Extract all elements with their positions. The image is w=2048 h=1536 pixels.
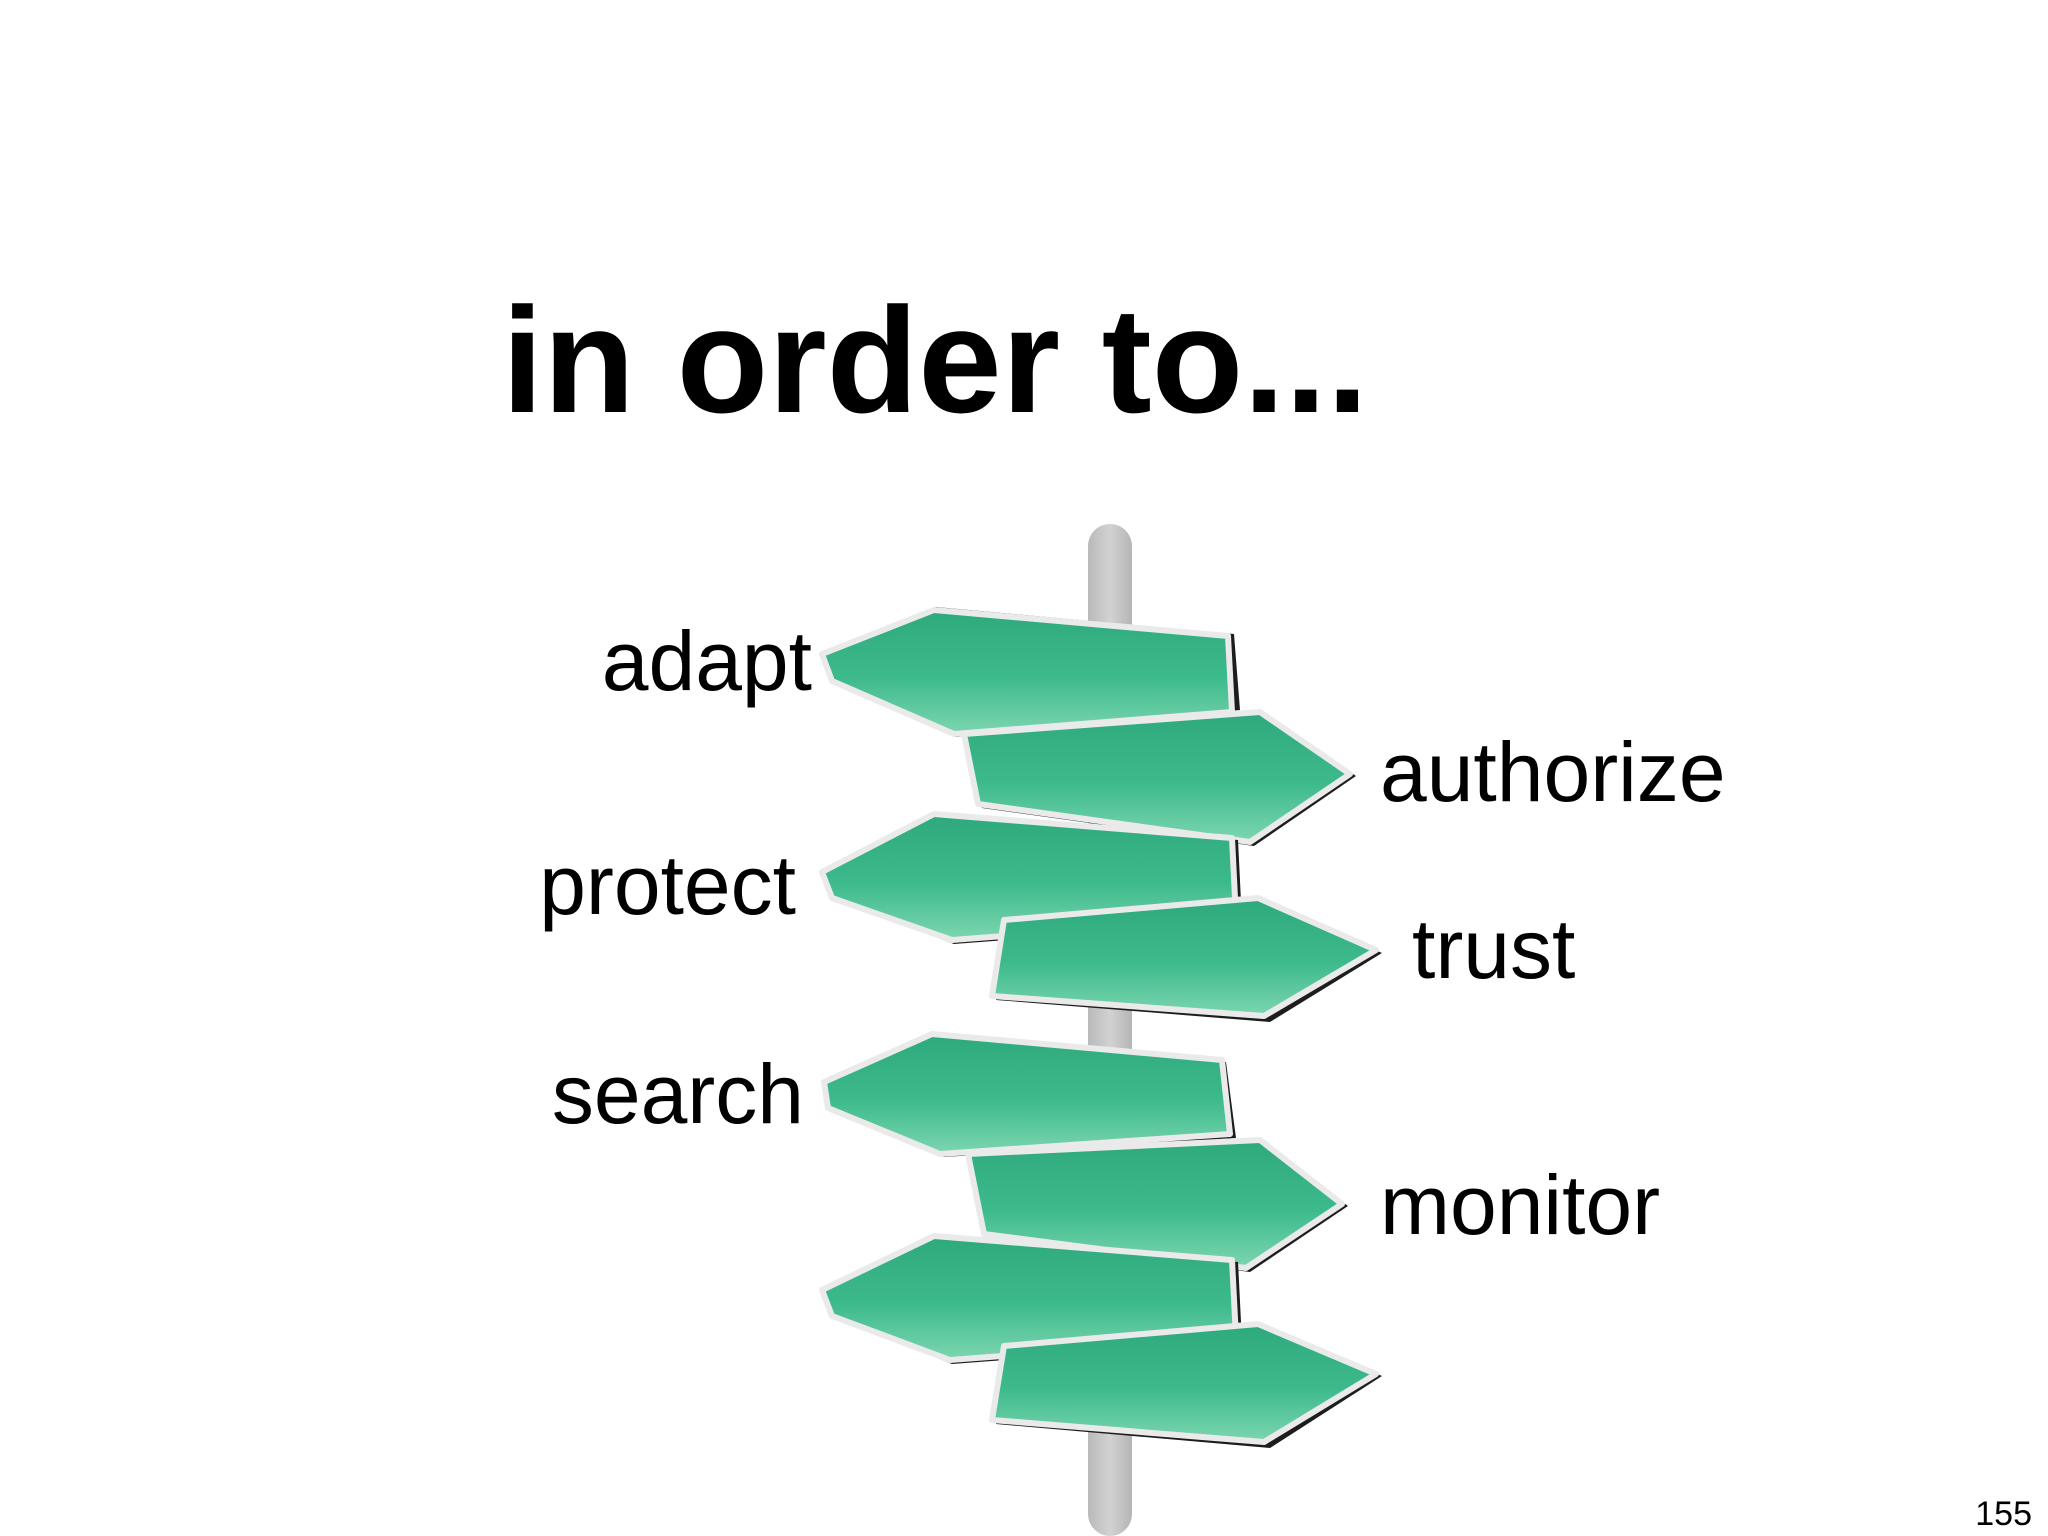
sign-unlabeled-right bbox=[989, 1321, 1382, 1448]
sign-label-search: search bbox=[551, 1047, 804, 1141]
sign-label-trust: trust bbox=[1412, 902, 1576, 996]
sign-trust bbox=[989, 895, 1382, 1022]
sign-search bbox=[821, 1031, 1236, 1157]
slide-title: in order to... bbox=[501, 276, 1369, 444]
sign-label-adapt: adapt bbox=[601, 614, 812, 708]
sign-authorize bbox=[961, 709, 1356, 846]
sign-label-protect: protect bbox=[539, 838, 796, 932]
sign-label-monitor: monitor bbox=[1380, 1158, 1661, 1252]
sign-monitor bbox=[965, 1137, 1348, 1272]
sign-label-authorize: authorize bbox=[1380, 725, 1726, 819]
page-number: 155 bbox=[1975, 1495, 2032, 1533]
sign-adapt bbox=[819, 607, 1240, 737]
